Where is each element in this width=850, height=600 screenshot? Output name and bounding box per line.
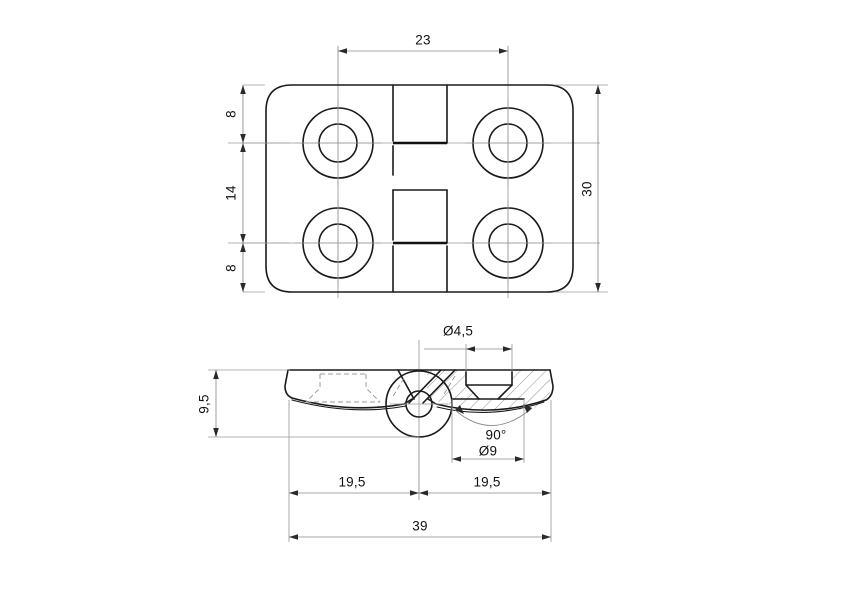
dim-label-195-left: 19,5 (338, 475, 365, 490)
section-underside-right-edge (436, 401, 545, 413)
arrow-14-lower (240, 234, 246, 243)
arrow-8-top-upper (240, 85, 246, 94)
dim-label-8-top: 8 (224, 110, 239, 118)
hole-lower-left (295, 200, 381, 286)
arrow-14-upper (240, 143, 246, 152)
dim-label-d45: Ø4,5 (443, 324, 473, 339)
arrow-95-top (213, 370, 219, 379)
arrow-195-right-a (419, 490, 428, 496)
arrow-d9-left (452, 456, 461, 462)
section-underside-left (291, 397, 413, 409)
dim-label-30: 30 (580, 181, 595, 196)
arrow-95-bottom (213, 428, 219, 437)
arrow-d9-right (515, 456, 524, 462)
arrow-195-left-a (289, 490, 298, 496)
section-underside-right (427, 398, 547, 411)
arrow-23-left (338, 48, 347, 54)
dim-label-23: 23 (415, 33, 430, 48)
dim-label-8-bottom: 8 (224, 264, 239, 272)
arrow-30-bottom (595, 283, 601, 292)
dim-label-14: 14 (224, 185, 239, 201)
dim-label-d9: Ø9 (479, 444, 497, 459)
arrow-d45-left (466, 346, 475, 352)
hole-lower-right (465, 200, 551, 286)
dim-label-90deg: 90° (485, 428, 506, 443)
dim-label-95: 9,5 (197, 394, 212, 413)
arrow-195-left-b (410, 490, 419, 496)
arrow-d45-right (503, 346, 512, 352)
section-bevel-right (422, 369, 456, 404)
arrow-23-right (499, 48, 508, 54)
plate-outline (265, 84, 574, 293)
arrow-8-bottom-upper (240, 243, 246, 252)
arrow-39-right (542, 534, 551, 540)
dim-label-39: 39 (412, 519, 427, 534)
arrow-8-bottom-lower (240, 283, 246, 292)
hole-upper-left (295, 100, 381, 186)
hidden-countersink-left-b (365, 374, 381, 403)
arrow-30-top (595, 85, 601, 94)
hidden-countersink-left-a (305, 374, 321, 403)
hole-upper-right (465, 100, 551, 186)
section-underside-left-edge (291, 399, 407, 411)
arrow-8-top-lower (240, 134, 246, 143)
arrow-39-left (289, 534, 298, 540)
section-right-end (545, 369, 554, 401)
arrow-90deg-left (455, 405, 464, 414)
hidden-knuckle-left (391, 377, 405, 399)
top-view-dimensions: 23 8 14 8 30 (224, 33, 608, 293)
section-view-dimensions: Ø4,5 90° Ø9 9,5 (197, 324, 552, 542)
dim-label-195-right: 19,5 (473, 475, 500, 490)
arrow-90deg-right (523, 404, 532, 413)
arrow-195-right-b (542, 490, 551, 496)
top-view-group (243, 46, 600, 298)
hidden-knuckle-right (442, 375, 456, 397)
section-left-end (284, 369, 293, 399)
